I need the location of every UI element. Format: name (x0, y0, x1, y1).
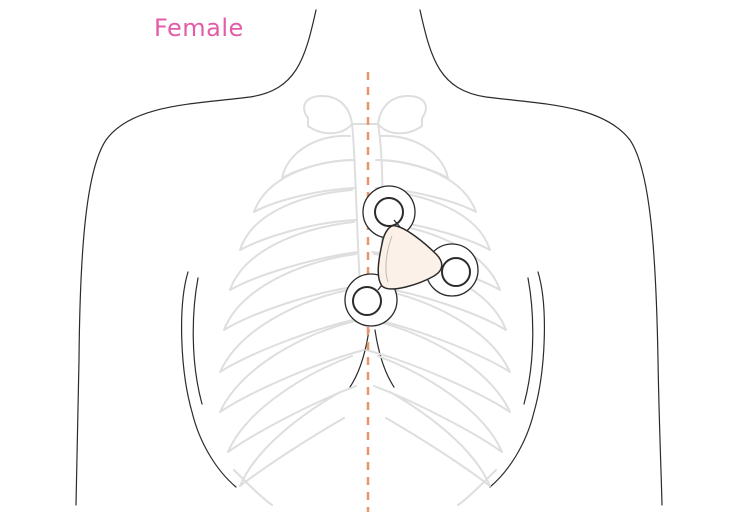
left-breast-inner-curve (193, 278, 202, 404)
left-breast-outline (182, 272, 236, 487)
right-breast-outline (490, 272, 544, 487)
left-neck-shoulder-outline (76, 10, 316, 505)
right-breast-inner-curve (524, 278, 533, 404)
wearable-sensor-icon (345, 186, 478, 326)
sternum-left-line (350, 330, 369, 387)
